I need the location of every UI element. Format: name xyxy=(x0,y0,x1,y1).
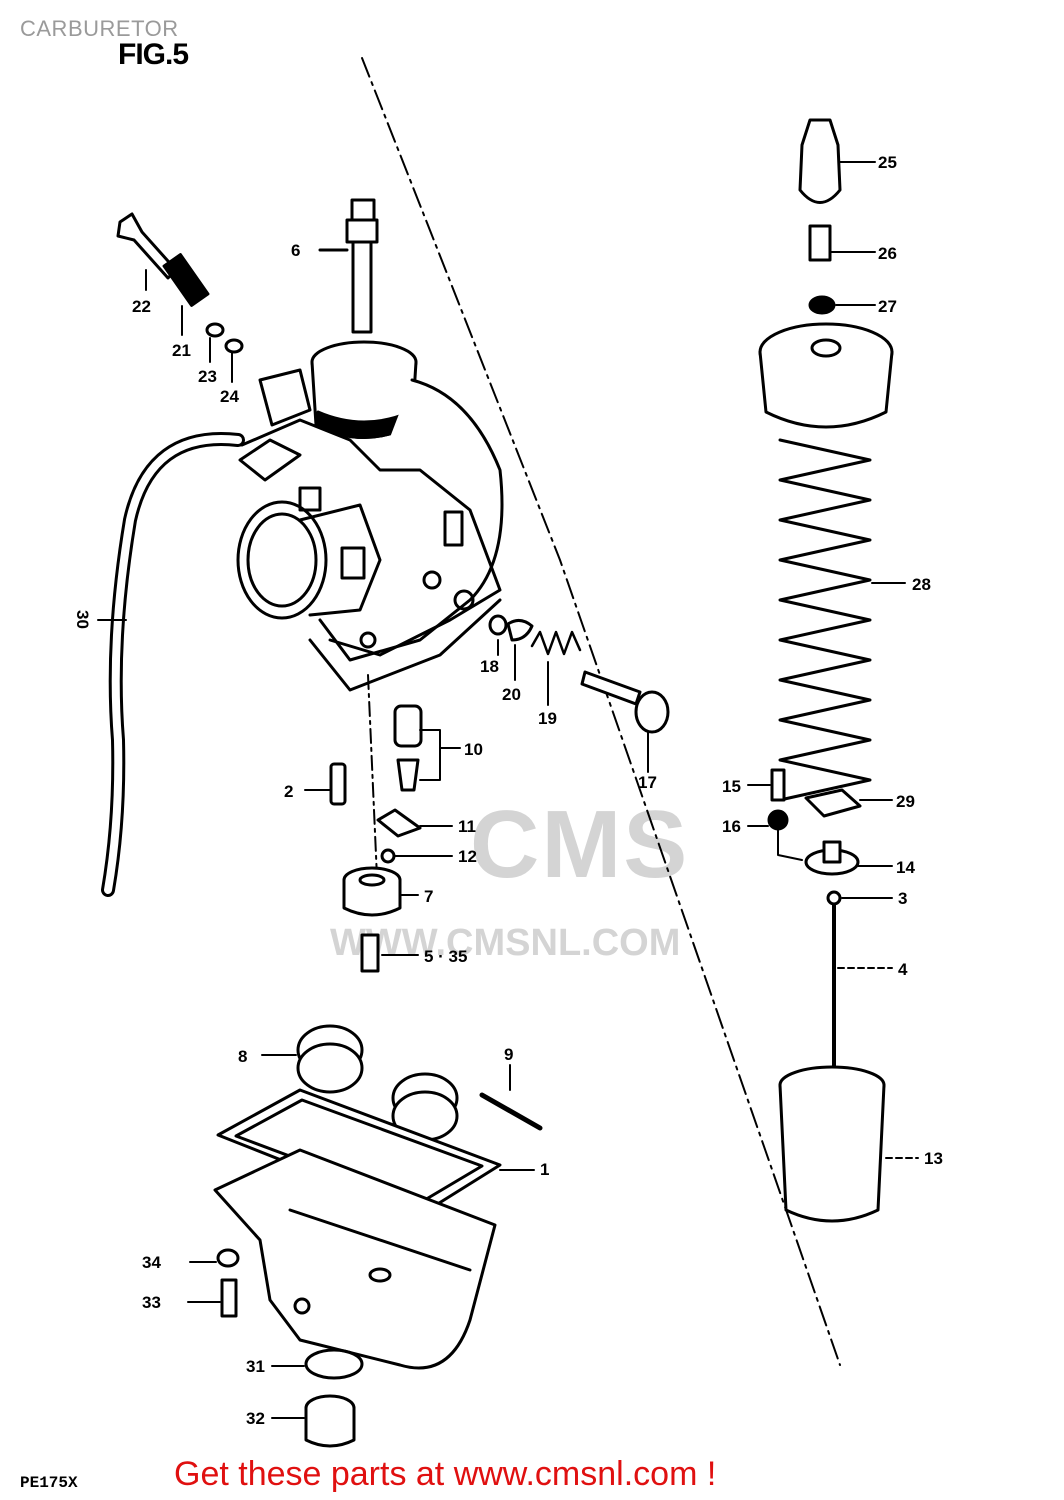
callout-10: 10 xyxy=(464,740,483,759)
part-8-floats xyxy=(261,1024,459,1142)
part-22-air-screw xyxy=(116,212,178,291)
part-4-jet-needle xyxy=(832,903,893,1082)
callout-13: 13 xyxy=(924,1149,943,1168)
part-10-needle-valve xyxy=(393,704,461,792)
part-11-float-arm xyxy=(376,808,422,838)
part-17-throttle-stop-screw xyxy=(580,670,670,734)
callout-2: 2 xyxy=(284,782,293,801)
callout-26: 26 xyxy=(878,244,897,263)
callout-6: 6 xyxy=(291,241,300,260)
part-26-adjuster xyxy=(808,224,876,262)
callout-16: 16 xyxy=(722,817,741,836)
part-13-throttle-valve xyxy=(778,1065,919,1223)
part-12-screw xyxy=(380,848,396,864)
float-bowl xyxy=(213,1148,497,1370)
part-33-bolt xyxy=(220,1278,238,1318)
callout-33: 33 xyxy=(142,1293,161,1312)
watermark-logo: CMS xyxy=(470,791,690,898)
part-6-cable-adjuster xyxy=(318,198,379,334)
callout-31: 31 xyxy=(246,1357,265,1376)
callout-17: 17 xyxy=(638,773,657,792)
callout-30: 30 xyxy=(73,610,92,629)
callout-18: 18 xyxy=(480,657,499,676)
callout-22: 22 xyxy=(132,297,151,316)
carburetor-top-cap xyxy=(758,322,894,429)
part-16-washer xyxy=(767,809,789,831)
part-25-cap-boot xyxy=(798,118,876,204)
callout-8: 8 xyxy=(238,1047,247,1066)
part-20-washer xyxy=(506,619,534,642)
part-29-plate xyxy=(804,788,862,818)
part-27-nut xyxy=(808,295,836,315)
part-30-fuel-hose xyxy=(97,432,245,897)
part-32-drain-plug xyxy=(304,1394,356,1448)
callout-11: 11 xyxy=(458,817,476,836)
callout-7: 7 xyxy=(424,887,433,906)
callout-4: 4 xyxy=(898,960,908,979)
callout-1: 1 xyxy=(540,1160,549,1179)
part-15-screw xyxy=(770,768,786,802)
callout-15: 15 xyxy=(722,777,741,796)
part-7-float-chamber-ring xyxy=(342,866,402,917)
figure-label: FIG.5 xyxy=(118,38,189,71)
part-21-spring xyxy=(162,253,210,336)
part-19-spring xyxy=(530,630,582,656)
parts-link-banner[interactable]: Get these parts at www.cmsnl.com ! xyxy=(174,1455,717,1493)
callout-24: 24 xyxy=(220,387,239,406)
part-23-washer xyxy=(205,322,225,338)
part-9-float-pin xyxy=(479,1092,543,1131)
part-31-o-ring xyxy=(304,1348,364,1380)
callout-labels: 1 2 3 4 5 · 35 6 7 8 9 10 11 12 13 14 15… xyxy=(73,153,943,1428)
part-5-35-main-jet xyxy=(360,933,380,973)
callout-20: 20 xyxy=(502,685,521,704)
callout-19: 19 xyxy=(538,709,557,728)
callout-14: 14 xyxy=(896,858,915,877)
watermark-url: WWW.CMSNL.COM xyxy=(330,922,681,964)
callout-5-35: 5 · 35 xyxy=(424,947,467,966)
callout-9: 9 xyxy=(504,1045,513,1064)
callout-12: 12 xyxy=(458,847,477,866)
callout-3: 3 xyxy=(898,889,907,908)
part-2-pin xyxy=(329,762,347,806)
carburetor-body xyxy=(236,340,504,692)
callout-23: 23 xyxy=(198,367,217,386)
callout-21: 21 xyxy=(172,341,191,360)
callout-28: 28 xyxy=(912,575,931,594)
page-heading: CARBURETOR xyxy=(20,16,179,41)
assembly-guide-line xyxy=(361,57,841,1366)
part-28-throttle-spring xyxy=(778,438,906,802)
callout-29: 29 xyxy=(896,792,915,811)
callout-25: 25 xyxy=(878,153,897,172)
callout-32: 32 xyxy=(246,1409,265,1428)
model-code: PE175X xyxy=(20,1474,78,1492)
part-34-washer xyxy=(216,1248,240,1268)
part-18-o-ring xyxy=(488,614,508,636)
callout-34: 34 xyxy=(142,1253,161,1272)
part-3-clip xyxy=(826,890,842,906)
part-24-o-ring xyxy=(224,338,244,354)
part-14-needle-holder xyxy=(804,840,893,876)
callout-27: 27 xyxy=(878,297,897,316)
